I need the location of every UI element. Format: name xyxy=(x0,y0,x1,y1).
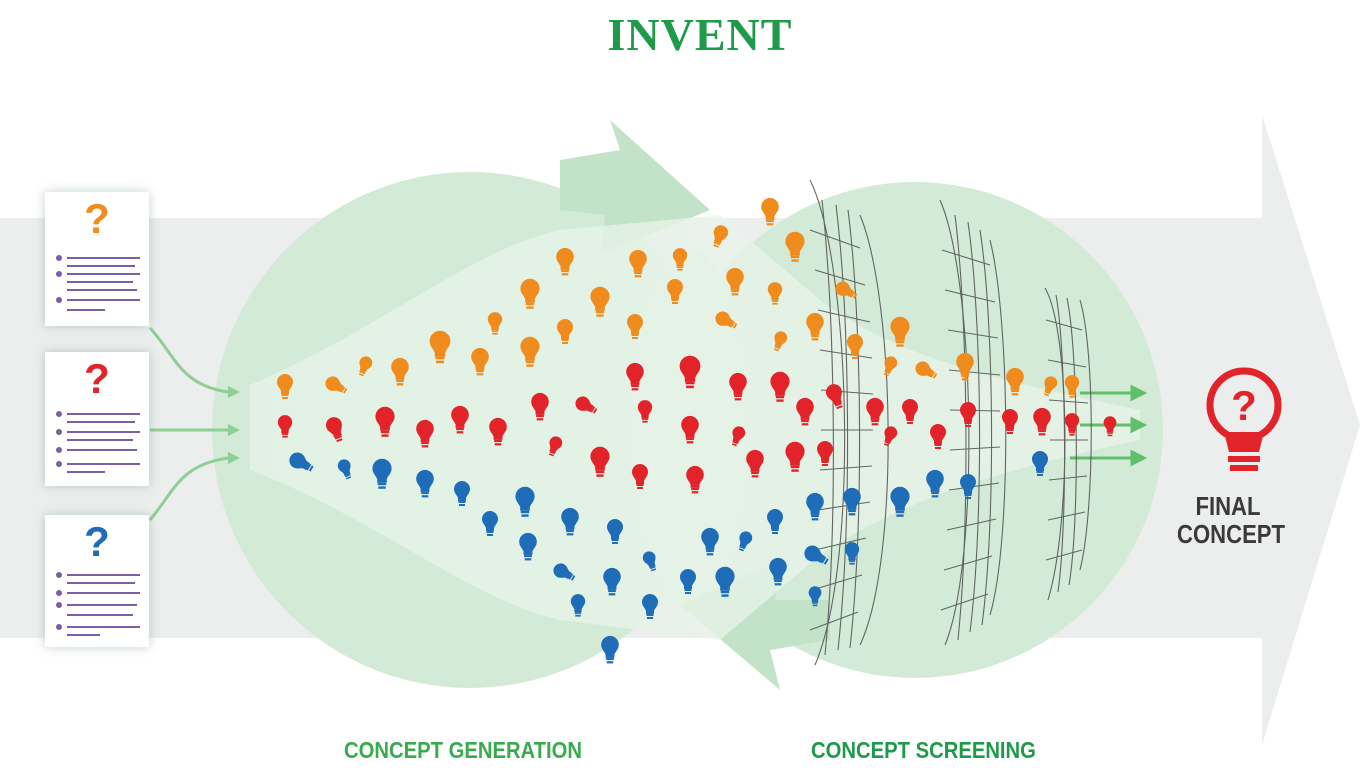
question-mark-icon: ? xyxy=(84,355,110,402)
question-mark-icon: ? xyxy=(84,518,110,565)
final-concept-symbol: ? xyxy=(1231,382,1257,429)
bullet-list xyxy=(56,411,140,473)
diagram-title: INVENT xyxy=(607,9,793,60)
question-mark-icon: ? xyxy=(84,195,110,242)
final-label-line2: CONCEPT xyxy=(1177,519,1286,549)
problem-card-orange: ? xyxy=(45,192,149,326)
concept-screening-label: CONCEPT SCREENING xyxy=(811,737,1036,763)
problem-card-blue: ? xyxy=(45,515,149,647)
bullet-list xyxy=(56,572,140,636)
problem-card-red: ? xyxy=(45,352,149,486)
final-label-line1: FINAL xyxy=(1195,491,1261,521)
input-arrows xyxy=(148,326,229,521)
final-concept-label: FINAL CONCEPT xyxy=(1177,491,1286,549)
concept-generation-label: CONCEPT GENERATION xyxy=(344,737,583,763)
bullet-list xyxy=(56,255,140,311)
final-concept-icon: ? xyxy=(1206,367,1282,471)
